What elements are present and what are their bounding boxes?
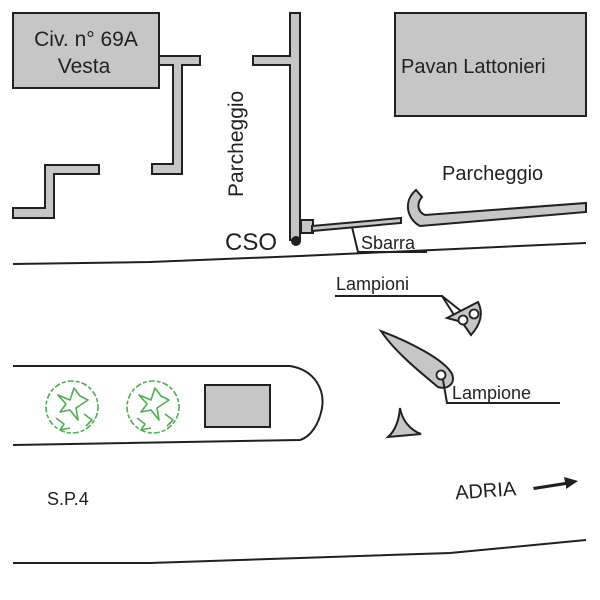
lampioni-label: Lampioni: [336, 274, 409, 294]
road-median: [12, 365, 324, 446]
wall-step-shape: [12, 164, 100, 219]
parking-label-right: Parcheggio: [442, 163, 543, 185]
lampione-label: Lampione: [452, 383, 531, 403]
wall-t-shape: [151, 55, 201, 175]
building-civ-69a-shape: [12, 12, 160, 89]
lamp-icon[interactable]: [457, 314, 469, 326]
wall-parking-divider: [252, 12, 301, 241]
direction-label-adria: ADRIA: [454, 478, 517, 504]
direction-arrow-icon: [533, 477, 578, 490]
lampioni-leader-line: [335, 295, 467, 316]
building-civ-69a[interactable]: Civ. n° 69A Vesta: [12, 12, 160, 89]
road-edge-bottom: [13, 539, 587, 564]
sbarra-label: Sbarra: [361, 233, 416, 253]
parking-label-vertical: Parcheggio: [225, 91, 248, 197]
building-civ-69a-name: Vesta: [58, 55, 111, 78]
median-box: [204, 384, 271, 428]
road-label-sp4: S.P.4: [47, 489, 89, 509]
tree-icon: [126, 380, 180, 434]
building-civ-69a-number: Civ. n° 69A: [34, 28, 138, 51]
cso-label: CSO: [225, 229, 277, 256]
lampione-leader-line: [442, 379, 560, 404]
building-pavan-lattonieri[interactable]: Pavan Lattonieri: [394, 12, 587, 117]
building-pavan-shape: [394, 12, 587, 117]
tree-icon: [45, 380, 99, 434]
lampione-island: [378, 328, 454, 389]
lamp-icon[interactable]: [435, 369, 447, 381]
cso-marker-icon[interactable]: [291, 236, 301, 246]
curb-parking-right: [406, 188, 587, 228]
lamp-icon[interactable]: [468, 308, 480, 320]
building-pavan-label: Pavan Lattonieri: [401, 56, 546, 78]
barrier-arm[interactable]: [311, 216, 402, 233]
road-edge-top: [12, 242, 587, 265]
triangle-island: [385, 407, 422, 439]
